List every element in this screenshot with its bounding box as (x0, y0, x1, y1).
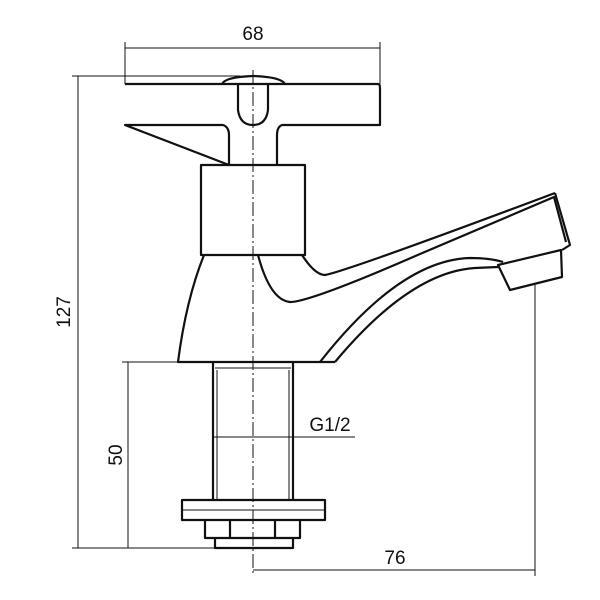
dimension-68-label: 68 (242, 24, 263, 45)
dimension-lines (72, 42, 536, 576)
aerator (496, 248, 564, 292)
thread-label: G1/2 (309, 415, 350, 436)
spout-top (256, 191, 568, 304)
body (176, 254, 335, 364)
cross-handle (123, 82, 382, 167)
spout-underside (319, 256, 504, 363)
dimension-76-label: 76 (384, 548, 405, 569)
spout-end (553, 192, 572, 251)
dimension-127-label: 127 (54, 296, 75, 328)
dimension-50-label: 50 (106, 444, 127, 465)
shank (211, 362, 295, 500)
tap-outline (123, 74, 572, 550)
